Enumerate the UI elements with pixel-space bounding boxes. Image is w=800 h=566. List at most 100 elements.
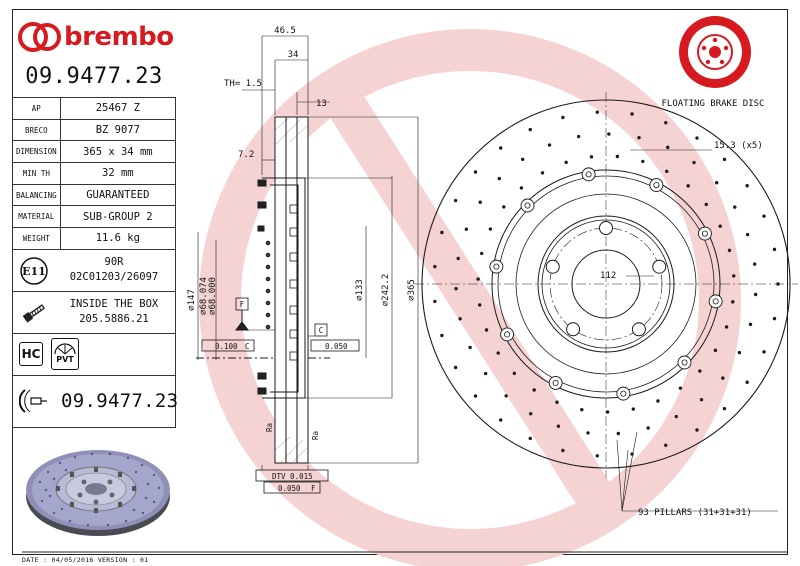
drill-hole: [748, 322, 753, 327]
bobbin-core: [493, 263, 500, 270]
drill-hole: [656, 399, 660, 403]
drill-hole: [595, 110, 599, 114]
drill-hole: [454, 287, 458, 291]
drill-hole: [576, 134, 581, 139]
spec-value: BZ 9077: [59, 118, 177, 142]
drill-hole: [731, 300, 735, 304]
drill-hole: [580, 407, 584, 412]
drill-hole: [722, 406, 727, 411]
drill-hole: [561, 115, 565, 120]
dim-68-074: ⌀68.074: [199, 277, 209, 315]
drill-hole: [733, 205, 737, 209]
hole-callout: 15.3 (x5): [714, 141, 763, 151]
front-view: [414, 92, 798, 478]
pvt-label: PVT: [56, 355, 74, 364]
bobbin: [500, 327, 515, 342]
brand-name: brembo: [64, 22, 174, 52]
approval-mark: E11: [22, 265, 46, 278]
drill-hole: [453, 365, 458, 370]
drill-hole: [664, 121, 668, 125]
drill-hole: [772, 316, 777, 321]
datum-c-label: C: [319, 326, 324, 335]
drill-hole: [478, 303, 482, 307]
bolt-hole: [652, 259, 667, 274]
drill-hole: [737, 350, 742, 355]
drill-hole: [479, 251, 484, 256]
drill-hole: [433, 264, 437, 269]
drill-hole: [776, 282, 780, 286]
drill-hole: [529, 412, 533, 416]
drill-hole: [762, 214, 766, 218]
drill-hole: [664, 443, 668, 447]
inside-box-label: INSIDE THE BOX: [69, 298, 159, 310]
drill-hole: [473, 394, 478, 398]
roughness-mark-left: Ra: [265, 423, 274, 432]
drill-hole: [631, 407, 636, 411]
floating-disc-icon: [679, 16, 751, 88]
drill-hole: [589, 155, 594, 159]
tol-flat-value: 0.050: [325, 342, 348, 351]
bobbin: [697, 226, 712, 241]
hc-badge: HC: [19, 342, 43, 366]
dim-365: ⌀365: [407, 279, 417, 301]
drill-hole: [714, 181, 719, 185]
drill-hole: [488, 227, 493, 231]
runout-value: 0.050: [278, 484, 301, 493]
bobbin-core: [524, 202, 531, 209]
drill-hole: [519, 186, 524, 190]
spec-value: 11.6 kg: [59, 227, 177, 250]
spec-value: GUARANTEED: [59, 183, 177, 207]
drill-hole: [555, 400, 559, 404]
dtv-label: DTV 0.015: [272, 472, 313, 481]
drill-hole: [605, 410, 610, 414]
drill-hole: [476, 277, 480, 281]
drill-hole: [674, 414, 678, 419]
drill-hole: [646, 426, 650, 430]
pvt-badge: PVT: [51, 338, 79, 370]
bobbin: [548, 375, 563, 390]
drill-hole: [532, 388, 536, 392]
bobbin: [520, 198, 535, 213]
drill-hole: [561, 448, 565, 453]
drill-hole: [496, 351, 500, 355]
drill-hole: [502, 205, 506, 209]
datum-f-label: F: [240, 300, 245, 309]
dim-68-000: ⌀68.000: [208, 277, 218, 315]
wheel-icon: [54, 343, 76, 355]
pillars-leader: [616, 431, 778, 512]
brembo-logo: brembo: [18, 20, 174, 54]
drill-hole: [637, 135, 641, 140]
drill-hole: [440, 333, 444, 338]
drill-hole: [512, 371, 517, 376]
drill-hole: [483, 371, 488, 376]
drill-hole: [630, 112, 634, 116]
bobbin-core: [585, 171, 592, 178]
bobbin-core: [701, 230, 708, 237]
approval-row: E11 90R 02C01203/26097: [12, 250, 176, 292]
drill-hole: [762, 350, 766, 354]
code-row: 09.9477.23: [12, 376, 178, 428]
drill-hole: [692, 160, 696, 165]
drill-hole: [699, 397, 704, 402]
drill-hole: [478, 200, 482, 204]
drill-hole: [499, 418, 503, 422]
drill-hole: [607, 132, 611, 136]
drill-hole: [440, 230, 444, 235]
drill-hole: [698, 369, 702, 373]
drill-hole: [745, 184, 749, 188]
drill-hole: [528, 436, 532, 441]
date-version: DATE : 04/05/2016 VERSION : 01: [22, 556, 149, 564]
bobbin: [649, 178, 664, 193]
tol-parallel-ref: C: [245, 342, 250, 351]
disc-type-label: FLOATING BRAKE DISC: [662, 99, 765, 109]
drill-hole: [497, 176, 501, 181]
bolt-hole: [599, 221, 613, 235]
drill-hole: [616, 431, 621, 436]
drill-hole: [704, 202, 708, 207]
dim-147: ⌀147: [187, 289, 197, 311]
